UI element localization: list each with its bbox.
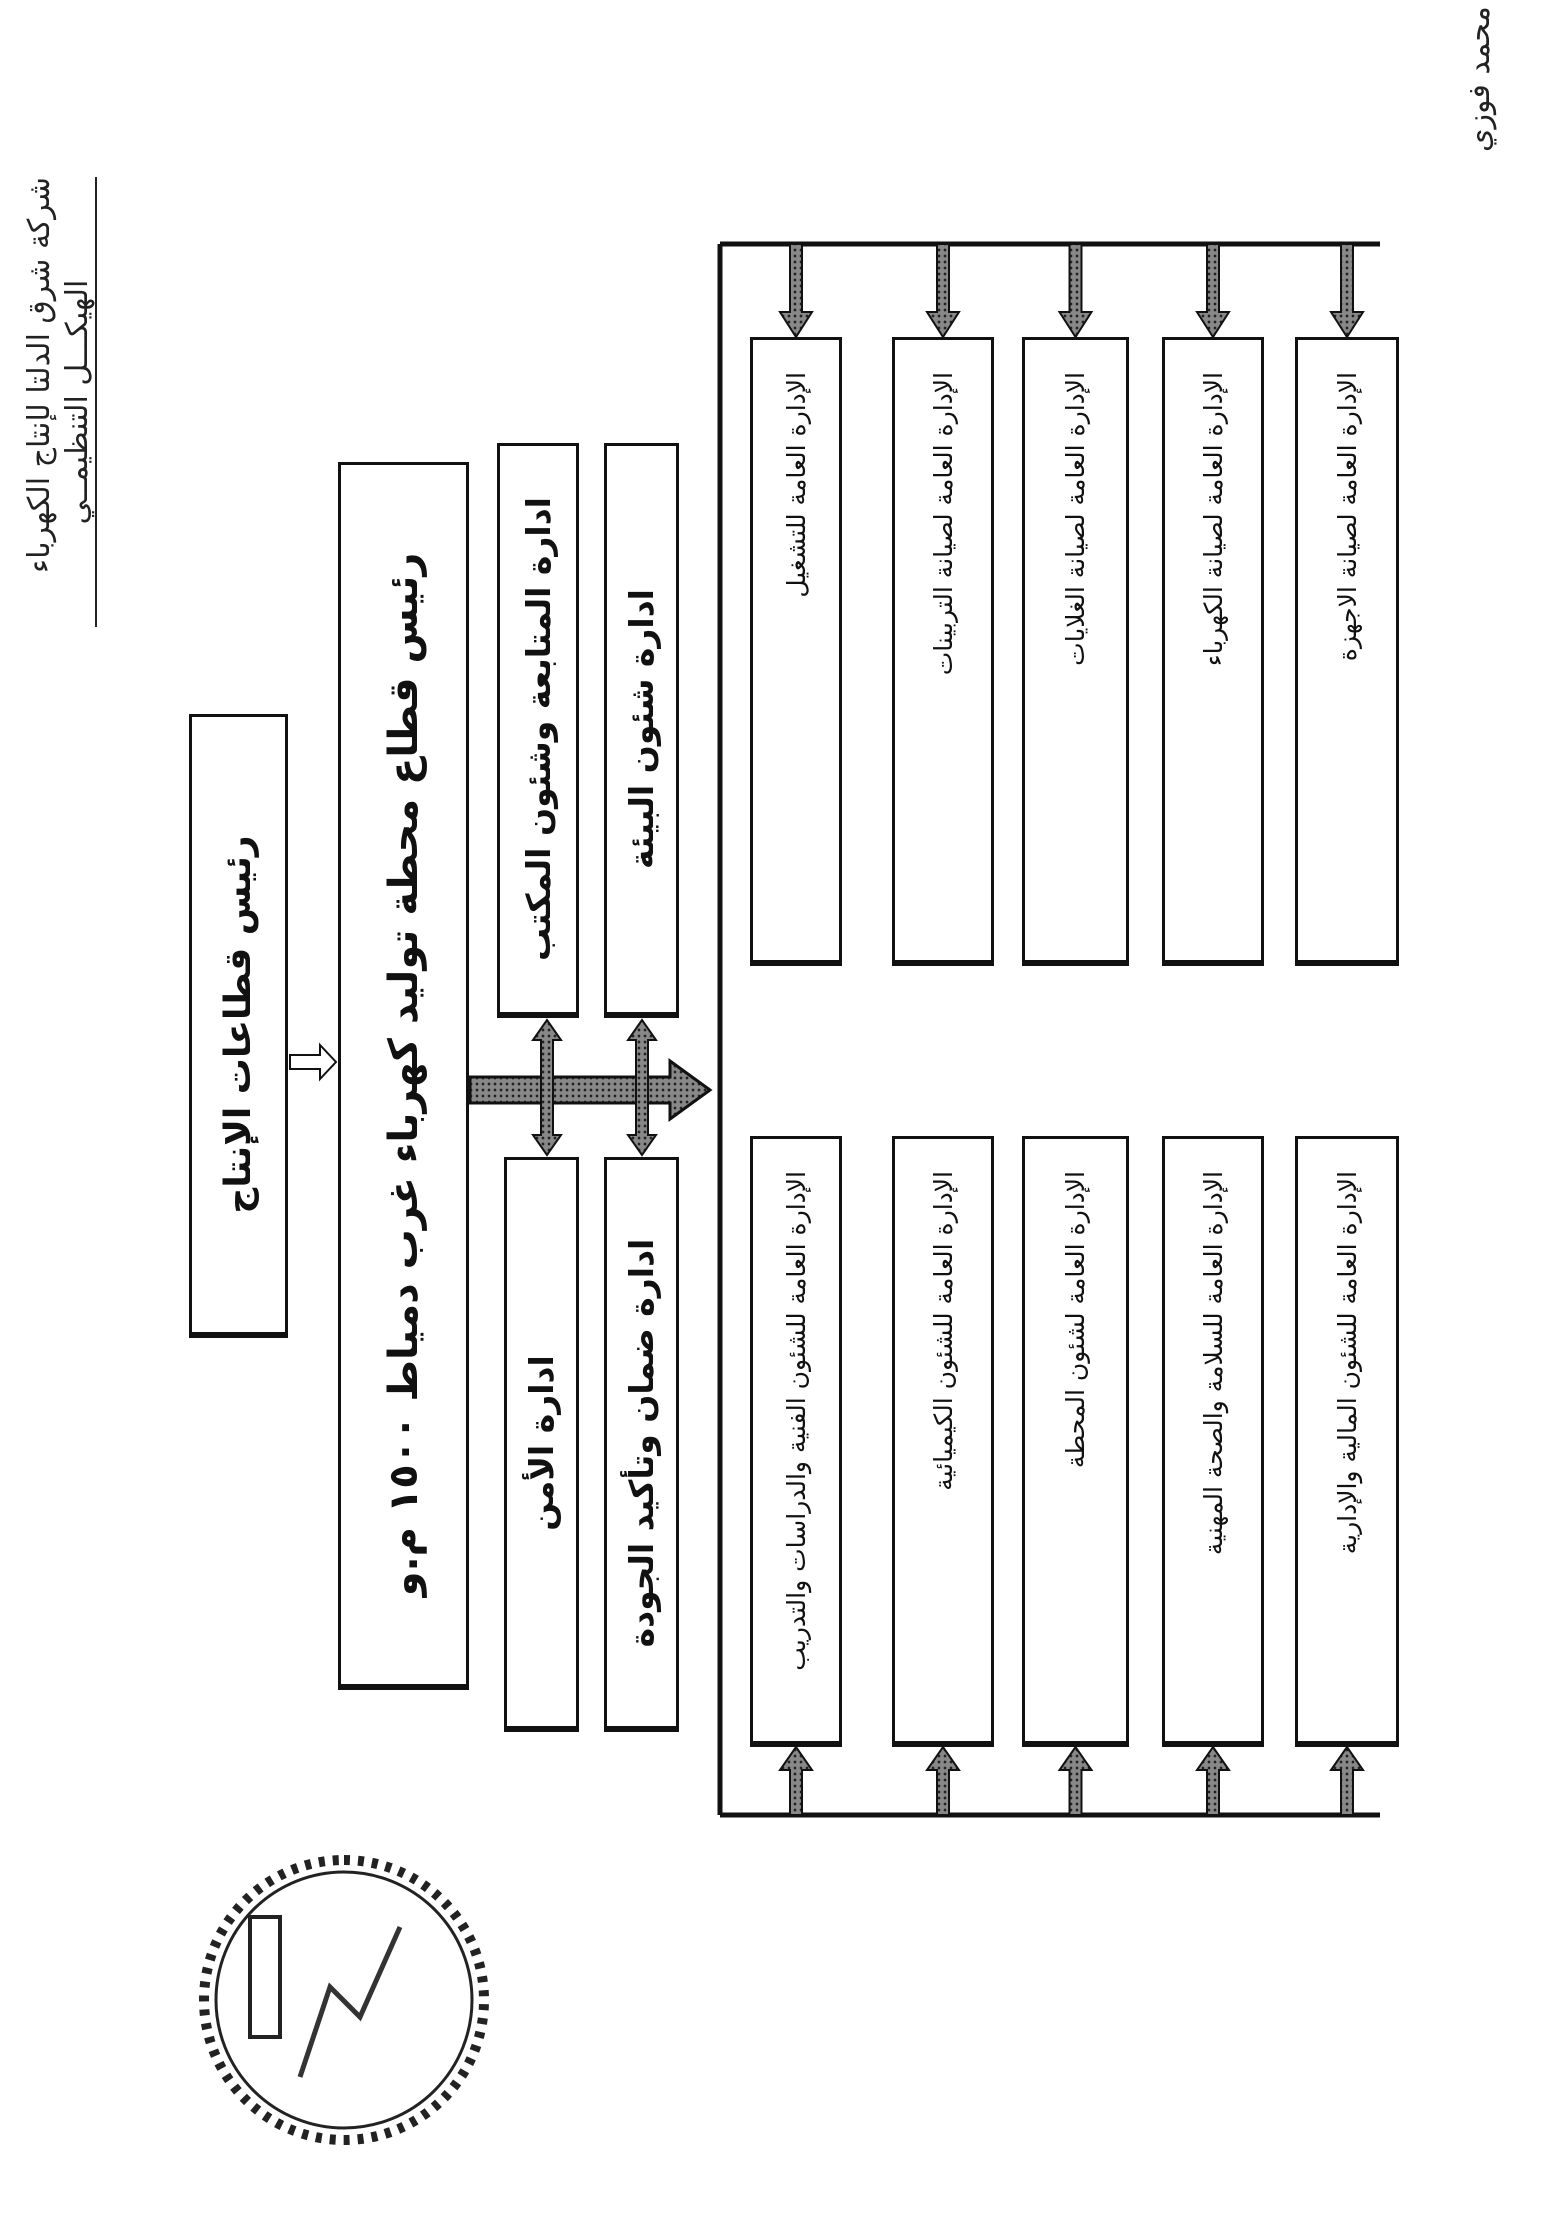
department-box: الإدارة العامة للتشغيل [750,337,842,966]
arrow-icon [778,243,814,339]
arrow-icon [1195,243,1231,339]
arrow-icon [925,243,961,339]
arrows-group-a [778,243,1365,339]
department-label: الإدارة العامة لصيانة الغلايات [1061,372,1090,666]
department-label: الإدارة العامة للشئون الكيميائية [928,1171,958,1491]
arrow-icon [1195,1745,1231,1816]
department-box: الإدارة العامة للشئون المالية والإدارية [1295,1136,1399,1747]
staff-label: ادارة المتابعة وشئون المكتب [518,497,558,961]
staff-box: ادارة المتابعة وشئون المكتب [497,443,579,1018]
station-head-label: رئيس قطاع محطة توليد كهرباء غرب دمياط ١٥… [380,552,427,1597]
staff-label: ادارة ضمان وتأكيد الجودة [622,1238,661,1648]
station-head-box: رئيس قطاع محطة توليد كهرباء غرب دمياط ١٥… [338,462,469,1690]
arrow-icon [1057,243,1094,339]
arrow-icon [1057,1745,1094,1816]
arrow-icon [925,1745,961,1816]
double-arrow-icon [531,1018,658,1157]
department-box: الإدارة العامة لصيانة الاجهزة [1295,337,1399,966]
main-arrow-icon [468,1058,713,1122]
department-box: الإدارة العامة لصيانة الغلايات [1022,337,1129,966]
department-label: الإدارة العامة لصيانة الاجهزة [1332,372,1362,662]
department-label: الإدارة العامة لصيانة التربينات [928,372,958,676]
staff-box: ادارة شئون البيئة [604,443,679,1018]
department-box: الإدارة العامة لشئون المحطة [1022,1136,1129,1747]
staff-label: ادارة شئون البيئة [622,589,661,869]
arrow-down-icon [289,1042,338,1082]
bus-line [717,241,1380,1818]
department-box: الإدارة العامة لصيانة الكهرباء [1162,337,1264,966]
department-label: الإدارة العامة للشئون المالية والإدارية [1332,1171,1362,1555]
department-box: الإدارة العامة للسلامة والصحة المهنية [1162,1136,1264,1747]
arrow-icon [778,1745,814,1816]
head-of-production-box: رئيس قطاعات الإنتاج [189,714,288,1338]
staff-label: ادارة الأمن [522,1355,561,1531]
department-label: الإدارة العامة لشئون المحطة [1061,1171,1090,1469]
department-label: الإدارة العامة لصيانة الكهرباء [1198,372,1228,667]
head-of-production-label: رئيس قطاعات الإنتاج [218,835,259,1214]
department-label: الإدارة العامة للسلامة والصحة المهنية [1198,1171,1228,1556]
arrows-group-b [778,1745,1365,1816]
department-label: الإدارة العامة للشئون الفنية والدراسات و… [781,1171,811,1671]
department-box: الإدارة العامة للشئون الكيميائية [892,1136,994,1747]
department-box: الإدارة العامة للشئون الفنية والدراسات و… [750,1136,842,1747]
arrow-icon [1329,1745,1365,1816]
department-label: الإدارة العامة للتشغيل [781,372,811,598]
department-box: الإدارة العامة لصيانة التربينات [892,337,994,966]
staff-box: ادارة ضمان وتأكيد الجودة [604,1157,679,1732]
arrow-icon [1329,243,1365,339]
staff-box: ادارة الأمن [504,1157,579,1732]
